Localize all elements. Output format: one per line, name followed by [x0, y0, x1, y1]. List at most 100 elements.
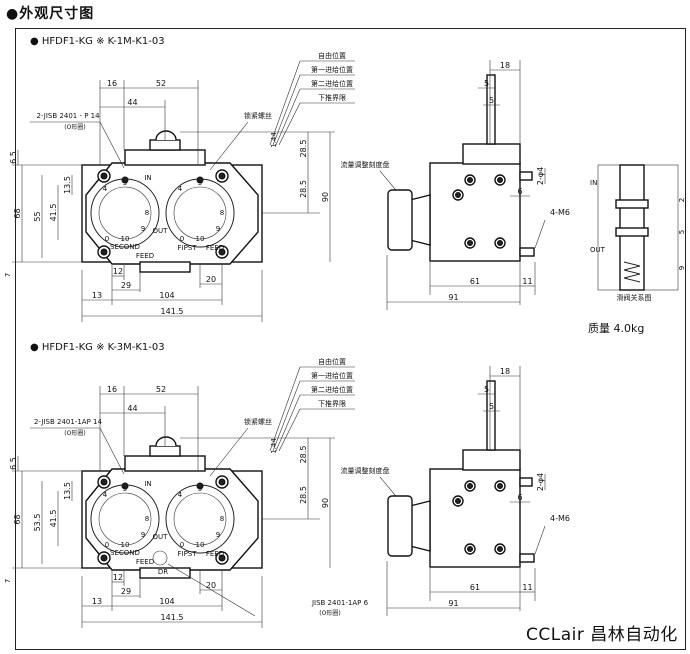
dimension-line — [278, 408, 301, 452]
dial-number: 10 — [196, 235, 205, 243]
port-label: IN — [144, 174, 151, 182]
dimension-label: 90 — [321, 192, 330, 202]
dial-number: 5 — [123, 179, 127, 187]
screw-icon — [497, 177, 503, 183]
screw-icon — [455, 192, 461, 198]
drawing-frame — [15, 28, 686, 650]
drawing-1: ● HFDF1-KG ※ K-1M-K1-03INOUTSECONDFEEDFI… — [4, 36, 686, 322]
dimension-line — [99, 121, 125, 169]
screw-icon — [455, 498, 461, 504]
mass-label: 质量 4.0kg — [588, 322, 645, 335]
dimension-line — [275, 88, 301, 146]
dial-first-feed-pointer — [196, 482, 204, 490]
dimension-label: 20 — [206, 581, 216, 590]
callout-oring: 2-JISB 2401 - P 14 — [36, 112, 100, 120]
dial-number: 8 — [220, 209, 224, 217]
dial-neck — [409, 500, 431, 552]
dimension-label: 16 — [107, 79, 117, 88]
dimension-label: 41.5 — [49, 204, 58, 222]
dimension-line — [534, 525, 546, 555]
dimension-label: 28.5 — [299, 180, 308, 198]
dial-number: 0 — [180, 541, 184, 549]
callout-label-free: 自由位置 — [318, 51, 346, 60]
spool-in-label: IN — [590, 179, 597, 187]
screw-icon — [467, 546, 473, 552]
dial-number: 9 — [216, 225, 220, 233]
screw-icon — [467, 240, 473, 246]
side-plunger — [486, 380, 496, 451]
adjust-knob — [387, 189, 413, 251]
side-plunger — [486, 74, 496, 145]
dimension-label: 90 — [321, 498, 330, 508]
dial-number: 9 — [141, 531, 145, 539]
callout-label-second: 第二进给位置 — [311, 385, 353, 394]
dial-number: 10 — [121, 235, 130, 243]
dimension-label: 28.5 — [299, 140, 308, 158]
dial-number: 4 — [178, 491, 183, 499]
plunger-housing — [149, 139, 181, 151]
dimension-label: 11 — [522, 583, 532, 592]
dimension-label: 6 — [517, 493, 522, 502]
dimension-label: 18 — [500, 61, 510, 70]
dimension-line — [209, 427, 249, 477]
dimension-line — [275, 394, 301, 452]
dimension-label: 104 — [159, 291, 174, 300]
plunger-housing — [149, 445, 181, 457]
dial-number: 5 — [198, 179, 202, 187]
mounting-screw-icon — [100, 478, 108, 486]
dimension-label: 6 — [517, 187, 522, 196]
mounting-screw-icon — [218, 478, 226, 486]
screw-icon — [497, 546, 503, 552]
dimension-line — [534, 219, 546, 249]
callout-oring-note: (O形圈) — [64, 429, 85, 437]
dial-label: SECOND — [110, 549, 140, 557]
adjust-knob — [387, 495, 413, 557]
model-title: ● HFDF1-KG ※ K-1M-K1-03 — [30, 36, 165, 47]
dial-label: FEED — [136, 252, 154, 260]
dimension-label: 91 — [448, 599, 458, 608]
dial-number: 8 — [145, 209, 149, 217]
dial-number: 8 — [145, 515, 149, 523]
dimension-line — [272, 74, 301, 146]
callout-m6: 4-M6 — [550, 208, 570, 217]
callout-label-free: 自由位置 — [318, 357, 346, 366]
dial-number: 4 — [103, 491, 108, 499]
dial-first-feed-pointer — [196, 176, 204, 184]
dimension-label: 28.5 — [299, 446, 308, 464]
dimension-label: 12 — [113, 573, 123, 582]
dimension-line — [209, 121, 249, 171]
dial-number: 5 — [123, 485, 127, 493]
dimension-label: 44 — [127, 98, 137, 107]
dimension-label: 5 — [489, 96, 494, 105]
dimension-label: 28.5 — [299, 486, 308, 504]
dial-number: 10 — [121, 541, 130, 549]
callout-label: (O形圈) — [319, 609, 340, 617]
callout-m6: 4-M6 — [550, 514, 570, 523]
dimension-label: 61 — [470, 583, 480, 592]
dimension-line — [278, 102, 301, 146]
dimension-label: 53.5 — [33, 514, 42, 532]
drain-port — [152, 550, 168, 566]
callout-label-second: 第二进给位置 — [311, 79, 353, 88]
model-title: ● HFDF1-KG ※ K-3M-K1-03 — [30, 342, 165, 353]
dial-number: 0 — [180, 235, 184, 243]
dimension-label: 16 — [107, 385, 117, 394]
callout-lock-screw: 锁紧螺丝 — [244, 111, 272, 120]
dial-number: 10 — [196, 541, 205, 549]
dimension-label: 68 — [13, 208, 22, 218]
dimension-label: 104 — [159, 597, 174, 606]
callout-label-first: 第一进给位置 — [311, 65, 353, 74]
side-fitting — [519, 553, 535, 563]
mounting-screw-icon — [100, 248, 108, 256]
dimension-label: 5 — [484, 79, 489, 88]
dimension-label: 6.5 — [9, 457, 18, 470]
callout-label-limit: 下推界限 — [318, 93, 346, 102]
dial-second-feed-pointer — [121, 482, 129, 490]
dimension-label: 1.44 — [270, 438, 278, 454]
dimension-label: 41.5 — [49, 510, 58, 528]
callout-lock-screw: 锁紧螺丝 — [244, 417, 272, 426]
dimension-label: 13 — [92, 597, 102, 606]
dial-label: FIPST — [177, 244, 197, 252]
dial-first-feed-inner — [173, 492, 227, 546]
page-title: ●外观尺寸图 — [6, 6, 95, 22]
